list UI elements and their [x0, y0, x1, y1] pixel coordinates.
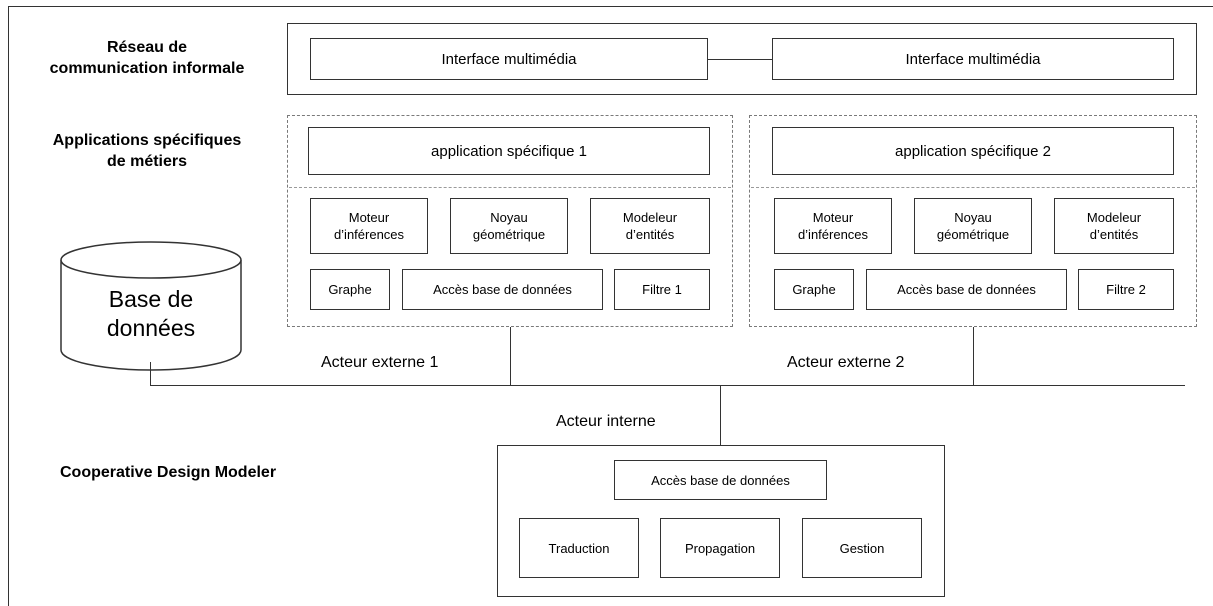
app-2-modeleur-entites: Modeleur d’entités	[1054, 198, 1174, 254]
app-1-connector	[510, 327, 511, 385]
app-1-acces-base-donnees: Accès base de données	[402, 269, 603, 310]
cdm-connector	[720, 385, 721, 446]
cdm-propagation: Propagation	[660, 518, 780, 578]
app-2-moteur-inferences: Moteur d’inférences	[774, 198, 892, 254]
actor-externe-2-label: Acteur externe 2	[787, 354, 905, 371]
interface-connector	[708, 59, 772, 60]
app-2-noyau-geometrique: Noyau géométrique	[914, 198, 1032, 254]
app-1-title-box: application spécifique 1	[308, 127, 710, 175]
app-1-separator	[289, 187, 731, 188]
cdm-gestion: Gestion	[802, 518, 922, 578]
actor-bus	[150, 385, 1185, 386]
app-2-acces-base-donnees: Accès base de données	[866, 269, 1067, 310]
network-section-label: Réseau de communication informale	[49, 39, 245, 77]
cdm-container	[497, 445, 945, 597]
app-2-container	[749, 115, 1197, 327]
app-2-title-box: application spécifique 2	[772, 127, 1174, 175]
db-connector	[150, 362, 151, 386]
app-2-filtre: Filtre 2	[1078, 269, 1174, 310]
outer-frame-left	[8, 6, 9, 606]
cdm-acces-base-donnees: Accès base de données	[614, 460, 827, 500]
database-label: Base de données	[106, 286, 196, 341]
app-1-container	[287, 115, 733, 327]
app-1-modeleur-entites: Modeleur d’entités	[590, 198, 710, 254]
app-1-noyau-geometrique: Noyau géométrique	[450, 198, 568, 254]
database-cylinder-icon	[60, 241, 242, 371]
interface-multimedia-1: Interface multimédia	[310, 38, 708, 80]
outer-frame-top	[8, 6, 1213, 7]
app-1-moteur-inferences: Moteur d’inférences	[310, 198, 428, 254]
actor-externe-1-label: Acteur externe 1	[321, 354, 439, 371]
cdm-section-label: Cooperative Design Modeler	[60, 464, 277, 481]
app-2-separator	[751, 187, 1195, 188]
app-1-graphe: Graphe	[310, 269, 390, 310]
app-2-connector	[973, 327, 974, 385]
app-1-filtre: Filtre 1	[614, 269, 710, 310]
actor-interne-label: Acteur interne	[556, 413, 656, 430]
apps-section-label: Applications spécifiques de métiers	[52, 132, 242, 170]
network-container	[287, 23, 1197, 95]
interface-multimedia-2: Interface multimédia	[772, 38, 1174, 80]
cdm-traduction: Traduction	[519, 518, 639, 578]
app-2-graphe: Graphe	[774, 269, 854, 310]
